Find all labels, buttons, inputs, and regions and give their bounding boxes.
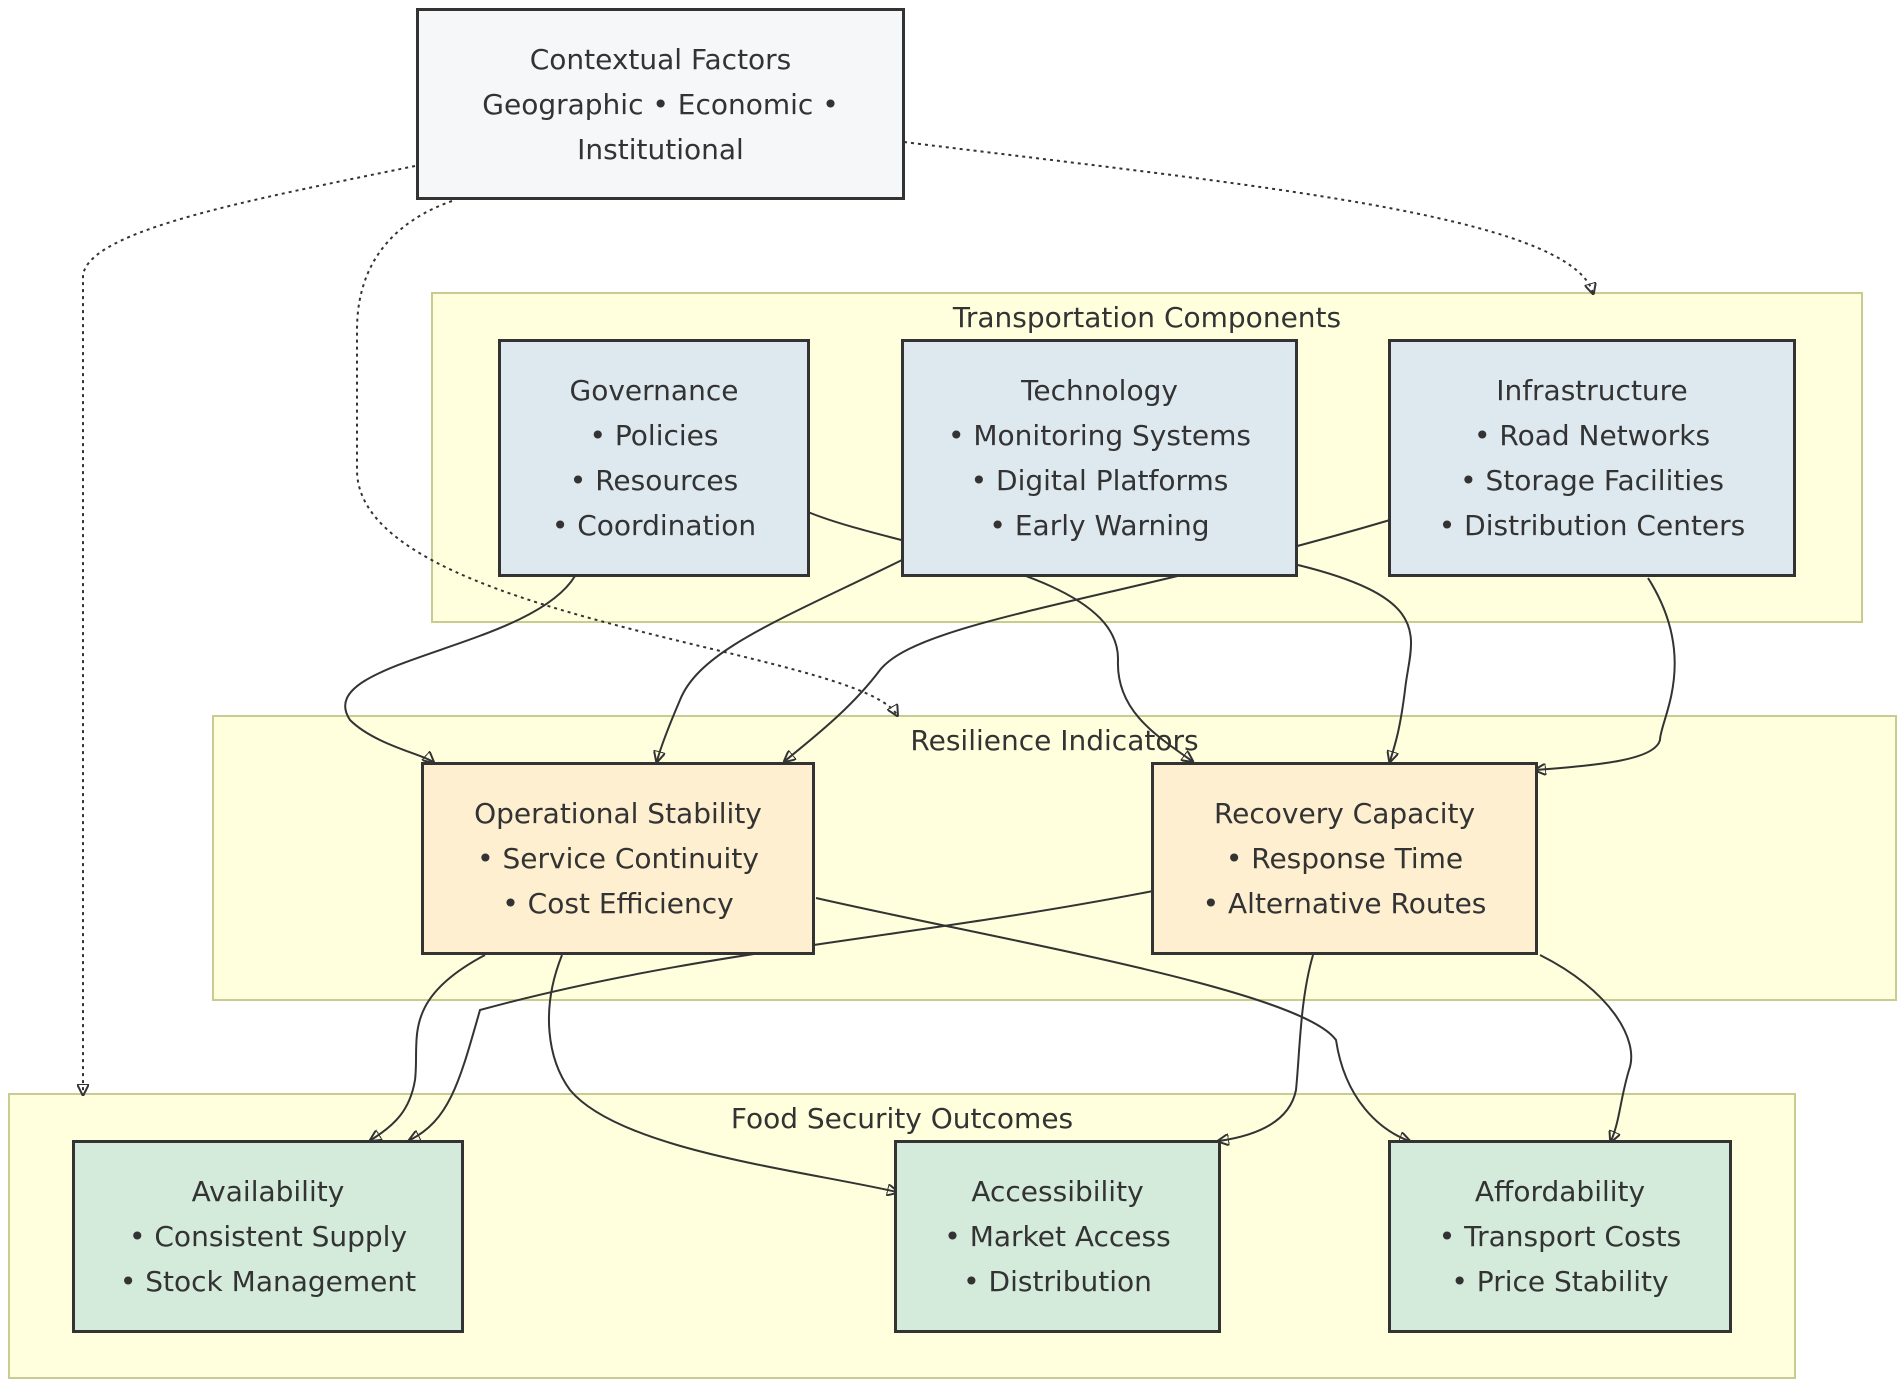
node-title: Infrastructure (1496, 374, 1688, 407)
node-line: • Early Warning (989, 509, 1210, 542)
node-operational-stability[interactable]: Operational Stability • Service Continui… (421, 762, 815, 955)
node-line: • Coordination (551, 509, 757, 542)
node-line: • Policies (589, 419, 719, 452)
node-title: Accessibility (971, 1175, 1144, 1208)
node-availability[interactable]: Availability • Consistent Supply • Stock… (72, 1140, 464, 1333)
node-line: • Transport Costs (1438, 1220, 1682, 1253)
node-line: • Market Access (944, 1220, 1171, 1253)
node-governance[interactable]: Governance • Policies • Resources • Coor… (498, 339, 810, 577)
node-line: • Road Networks (1473, 419, 1711, 452)
node-title: Contextual Factors (529, 42, 792, 76)
node-line: • Digital Platforms (970, 464, 1229, 497)
node-line: Institutional (577, 132, 744, 166)
node-recovery-capacity[interactable]: Recovery Capacity • Response Time • Alte… (1151, 762, 1538, 955)
node-title: Recovery Capacity (1213, 797, 1476, 830)
node-line: • Cost Efficiency (502, 887, 734, 920)
node-title: Technology (1021, 374, 1178, 407)
node-contextual-factors[interactable]: Contextual Factors Geographic • Economic… (416, 8, 905, 200)
node-title: Availability (191, 1175, 345, 1208)
node-title: Affordability (1474, 1175, 1646, 1208)
cluster-title: Resilience Indicators (910, 724, 1199, 757)
edge-context-to-transport (903, 141, 1593, 293)
node-line: • Distribution Centers (1438, 509, 1746, 542)
node-title: Governance (569, 374, 739, 407)
node-infrastructure[interactable]: Infrastructure • Road Networks • Storage… (1388, 339, 1796, 577)
node-affordability[interactable]: Affordability • Transport Costs • Price … (1388, 1140, 1732, 1333)
node-line: • Consistent Supply (128, 1220, 408, 1253)
node-accessibility[interactable]: Accessibility • Market Access • Distribu… (894, 1140, 1221, 1333)
node-line: • Alternative Routes (1202, 887, 1487, 920)
node-line: • Service Continuity (477, 842, 759, 875)
node-line: • Monitoring Systems (947, 419, 1252, 452)
node-line: • Stock Management (119, 1265, 417, 1298)
cluster-title: Transportation Components (952, 301, 1342, 334)
node-line: • Resources (569, 464, 739, 497)
node-line: • Price Stability (1451, 1265, 1669, 1298)
node-line: • Response Time (1225, 842, 1464, 875)
node-line: • Storage Facilities (1460, 464, 1724, 497)
node-technology[interactable]: Technology • Monitoring Systems • Digita… (901, 339, 1298, 577)
node-line: Geographic • Economic • (482, 87, 839, 121)
cluster-title: Food Security Outcomes (730, 1102, 1074, 1135)
node-line: • Distribution (963, 1265, 1152, 1298)
node-title: Operational Stability (474, 797, 762, 830)
